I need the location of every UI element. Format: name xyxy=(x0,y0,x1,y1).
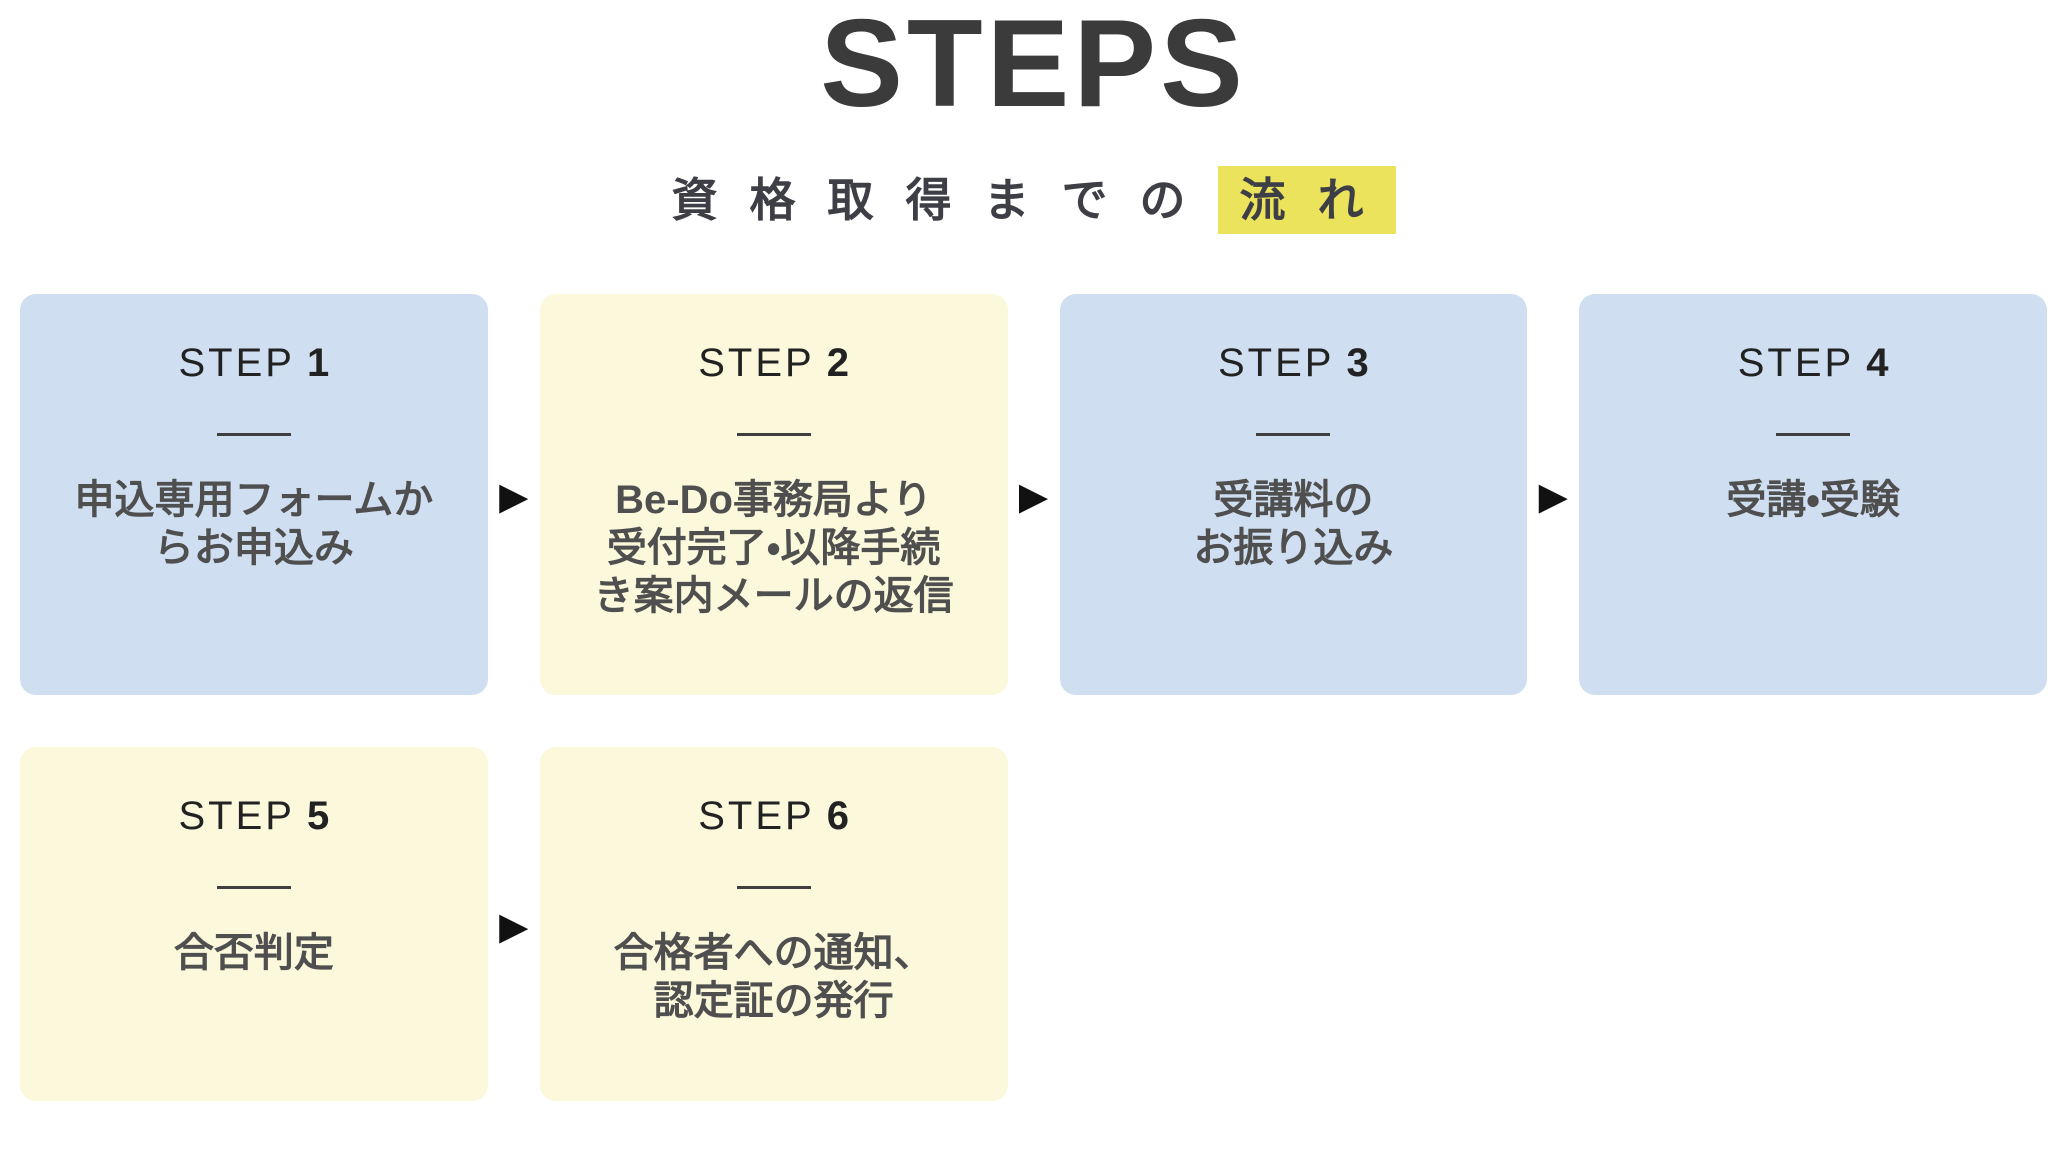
desc-line: 受講料の xyxy=(1213,478,1374,522)
step-description: 申込専用フォームか らお申込み xyxy=(74,476,433,572)
step-description: Be-Do事務局より 受付完了・以降手続 き案内メールの返信 xyxy=(594,476,954,620)
desc-line: 受講・受験 xyxy=(1726,478,1900,522)
step-description: 受講・受験 xyxy=(1726,476,1900,524)
desc-line: Be-Do事務局より xyxy=(615,478,933,522)
step-number: 6 xyxy=(826,794,849,838)
step-word: STEP xyxy=(178,341,295,385)
arrow-right-icon: ▶ xyxy=(1538,476,1568,518)
empty-cell xyxy=(1060,747,1528,1101)
step-description: 合格者への通知、 認定証の発行 xyxy=(614,929,934,1025)
step-word: STEP xyxy=(698,794,815,838)
step-number: 2 xyxy=(826,341,849,385)
desc-line: 認定証の発行 xyxy=(653,979,894,1023)
step-description: 受講料の お振り込み xyxy=(1193,476,1393,572)
subtitle-prefix: 資格取得までの xyxy=(671,174,1218,226)
arrow-cell: ▶ xyxy=(1527,294,1579,695)
divider xyxy=(1256,433,1331,436)
step-word: STEP xyxy=(698,341,815,385)
desc-line: 受付完了・以降手続 xyxy=(606,526,941,570)
desc-line: お振り込み xyxy=(1193,526,1394,570)
divider xyxy=(216,433,291,436)
step-number: 4 xyxy=(1866,341,1889,385)
divider xyxy=(736,886,811,889)
arrow-right-icon: ▶ xyxy=(499,476,529,518)
desc-line: き案内メールの返信 xyxy=(593,574,954,618)
empty-cell xyxy=(1527,747,1579,1101)
divider xyxy=(736,433,811,436)
arrow-cell: ▶ xyxy=(1008,294,1060,695)
subtitle-highlight: 流れ xyxy=(1217,166,1396,234)
empty-cell xyxy=(1579,747,2047,1101)
step-number: 1 xyxy=(306,341,330,385)
arrow-right-icon: ▶ xyxy=(499,905,529,948)
arrow-cell: ▶ xyxy=(488,294,540,695)
desc-line: 合格者への通知、 xyxy=(613,931,934,975)
step-number: 3 xyxy=(1346,341,1369,385)
page-title: STEPS xyxy=(820,0,1247,133)
desc-line: 合否判定 xyxy=(173,931,334,975)
step-number: 5 xyxy=(306,794,330,838)
desc-line: 申込専用フォームか xyxy=(74,478,434,522)
desc-line: らお申込み xyxy=(153,526,354,570)
step-word: STEP xyxy=(1737,341,1855,385)
divider xyxy=(216,886,291,889)
step-word: STEP xyxy=(1218,341,1335,385)
arrow-cell: ▶ xyxy=(488,747,540,1101)
step-description: 合否判定 xyxy=(174,929,334,977)
divider xyxy=(1776,433,1851,436)
step-word: STEP xyxy=(178,794,295,838)
empty-cell xyxy=(1008,747,1060,1101)
arrow-right-icon: ▶ xyxy=(1018,476,1049,518)
subtitle: 資格取得までの流れ xyxy=(0,164,2067,234)
